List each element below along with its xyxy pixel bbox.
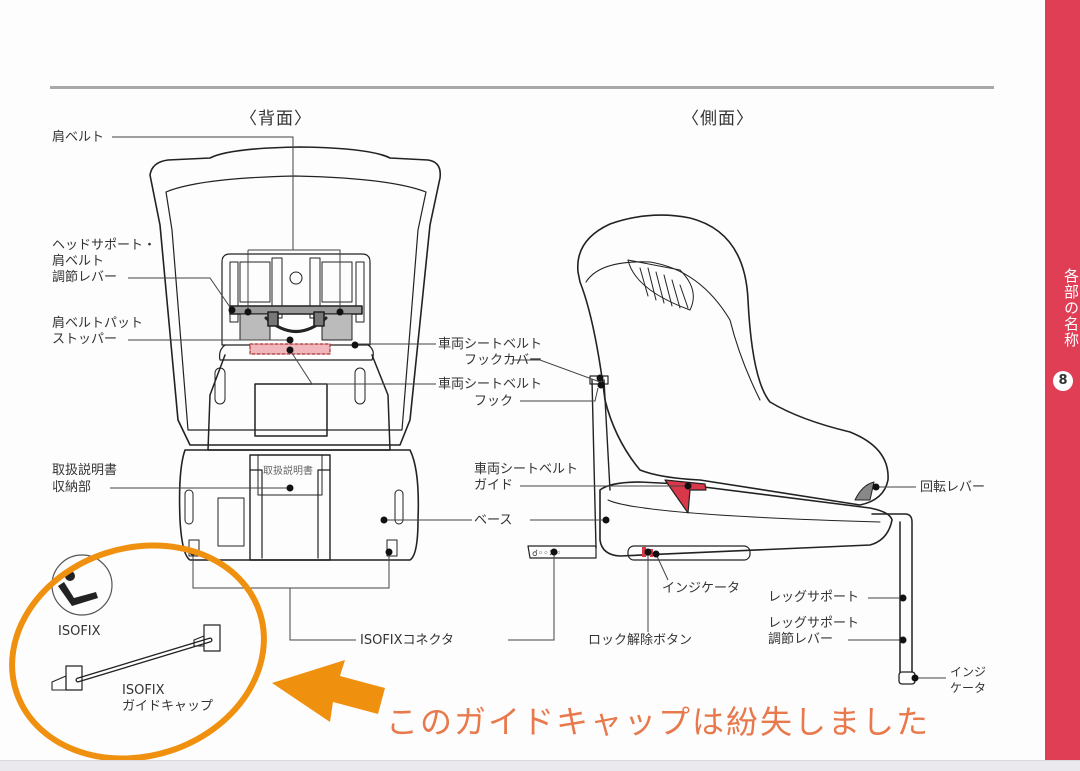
label-manual-storage-2: 収納部 bbox=[52, 480, 92, 495]
label-leg-support-lever-1: レッグサポート bbox=[768, 616, 860, 631]
label-hook-cover-1: 車両シートベルト bbox=[438, 337, 543, 352]
label-shoulder-belt: 肩ベルト bbox=[52, 130, 105, 145]
label-guide-cap-1: ISOFIX bbox=[122, 683, 165, 698]
top-divider bbox=[50, 86, 994, 89]
label-manual-storage-1: 取扱説明書 bbox=[52, 463, 118, 478]
label-rotation-lever: 回転レバー bbox=[920, 480, 986, 495]
label-isofix-connector: ISOFIXコネクタ bbox=[360, 633, 455, 648]
label-leg-indicator-1: インジ bbox=[950, 665, 987, 679]
label-leg-indicator-2: ケータ bbox=[950, 681, 987, 695]
side-tab-label: 各部の名称 bbox=[1062, 268, 1080, 348]
manual-slot-text: 取扱説明書 bbox=[263, 466, 313, 477]
back-shell-outline bbox=[149, 146, 442, 446]
label-isofix-icon: ISOFIX bbox=[58, 624, 101, 639]
label-leg-support: レッグサポート bbox=[768, 590, 860, 605]
svg-text:☌◦◦✕◦: ☌◦◦✕◦ bbox=[532, 549, 562, 559]
lost-part-note: このガイドキャップは紛失しました bbox=[386, 703, 931, 741]
label-hook-2: フック bbox=[474, 394, 514, 409]
label-hook-cover-2: フックカバー bbox=[464, 353, 543, 368]
label-head-support-3: 調節レバー bbox=[52, 270, 118, 285]
label-lock-release: ロック解除ボタン bbox=[588, 633, 693, 648]
back-view-title: 〈背面〉 bbox=[240, 109, 312, 129]
side-shell-outline bbox=[577, 214, 889, 506]
label-belt-guide-1: 車両シートベルト bbox=[474, 462, 579, 477]
side-view-title: 〈側面〉 bbox=[682, 109, 754, 129]
label-head-support-2: 肩ベルト bbox=[52, 254, 105, 269]
label-head-support-1: ヘッドサポート・ bbox=[52, 238, 157, 253]
bottom-edge bbox=[0, 760, 1080, 771]
label-belt-guide-2: ガイド bbox=[474, 478, 514, 493]
pointer-arrow bbox=[272, 660, 385, 722]
label-belt-pad-stopper-2: ストッパー bbox=[52, 332, 118, 347]
page-number-badge: 8 bbox=[1053, 371, 1073, 391]
label-hook-1: 車両シートベルト bbox=[438, 377, 543, 392]
label-base: ベース bbox=[474, 513, 513, 528]
car-seat-diagram: ☌◦◦✕◦ bbox=[9, 136, 946, 760]
highlight-circle bbox=[9, 542, 267, 760]
label-indicator: インジケータ bbox=[662, 581, 741, 596]
section-side-tab: 各部の名称 8 bbox=[1045, 0, 1080, 762]
label-guide-cap-2: ガイドキャップ bbox=[122, 699, 214, 714]
label-belt-pad-stopper-1: 肩ベルトパット bbox=[52, 316, 144, 331]
label-leg-support-lever-2: 調節レバー bbox=[768, 632, 834, 647]
